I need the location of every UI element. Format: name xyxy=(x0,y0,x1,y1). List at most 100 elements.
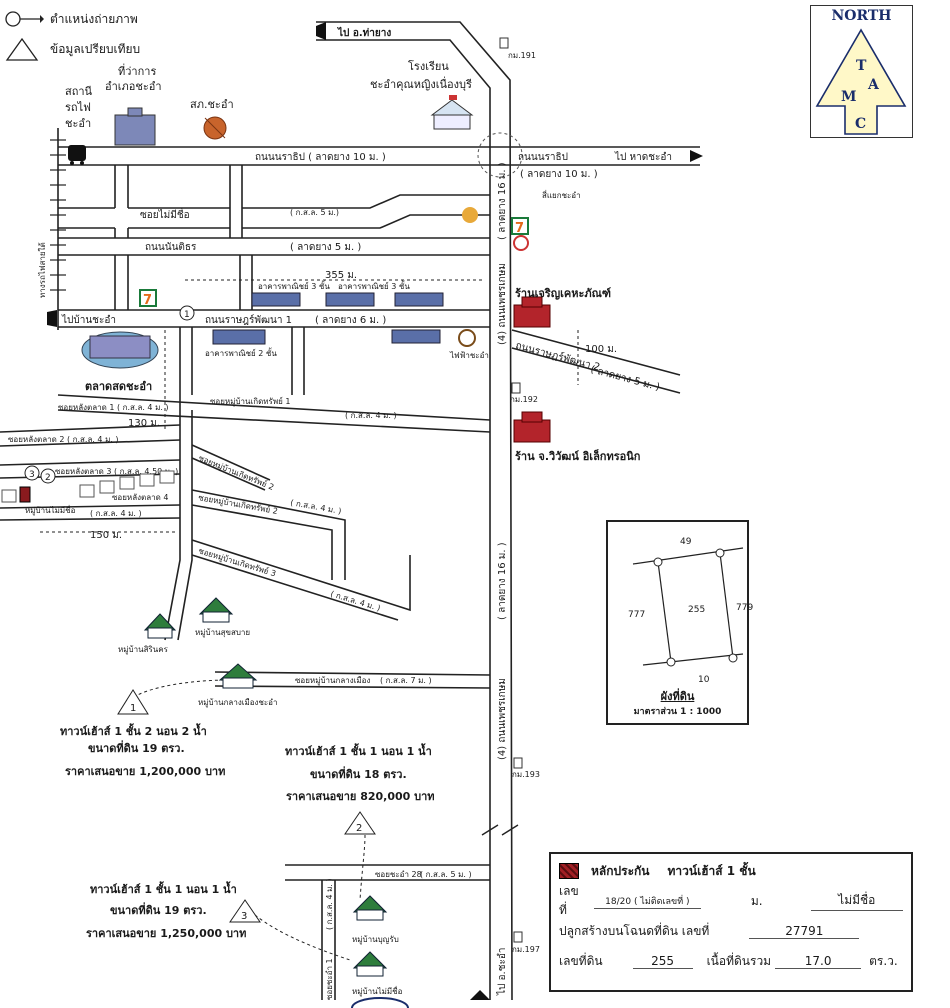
comparison-1-num: 1 xyxy=(130,703,136,714)
map-legend: ตำแหน่งถ่ายภาพ ข้อมูลเปรียบเทียบ xyxy=(4,4,140,64)
comparison-2-line2: ขนาดที่ดิน 18 ตรว. xyxy=(310,766,407,781)
collateral-info-box: หลักประกัน ทาวน์เฮ้าส์ 1 ชั้น เลขที่ 18/… xyxy=(549,852,913,992)
label-nanthiraj-spec: ( ลาดยาง 5 ม. ) xyxy=(290,242,361,253)
north-letter-m: M xyxy=(841,89,857,105)
label-commercial3-b: อาคารพาณิชย์ 3 ชั้น xyxy=(338,280,410,291)
comparison-3-num: 3 xyxy=(241,911,247,922)
collateral-area-label: เนื้อที่ดินรวม xyxy=(706,953,772,968)
village-house-icon-5 xyxy=(352,951,388,977)
rowhouse-icons xyxy=(1,470,175,503)
no-entry-sign-icon xyxy=(513,235,529,251)
comparison-triangle-3 xyxy=(229,899,261,923)
label-railway: ทางรถไฟสายใต้ xyxy=(38,242,47,298)
plot-label-center: 255 xyxy=(688,605,705,615)
road-soi-b3 xyxy=(242,214,490,229)
north-arrow-box: NORTH T A M C xyxy=(810,5,913,138)
road-r2-top xyxy=(511,329,681,376)
shell-icon xyxy=(462,207,478,223)
label-kerdsap3: ซอยหมู่บ้านเกิดทรัพย์ 3 xyxy=(197,545,277,579)
collateral-deed-row: ปลูกสร้างบนโฉนดที่ดิน เลขที่ 27791 xyxy=(559,920,903,942)
label-pharmacy: ร้านเจริญเคหะภัณฑ์ xyxy=(515,287,611,300)
collateral-address-row: เลขที่ 18/20 ( ไม่ติดเลขที่ ) ม. ไม่มีชื… xyxy=(559,884,903,917)
legend-photo-label: ตำแหน่งถ่ายภาพ xyxy=(50,11,138,26)
roads xyxy=(0,21,700,1001)
label-commercial3-a: อาคารพาณิชย์ 3 ชั้น xyxy=(258,280,330,291)
north-letter-c: C xyxy=(855,116,866,132)
label-dist-100: 100 ม. xyxy=(585,344,617,355)
comparison-3: ทาวน์เฮ้าส์ 1 ชั้น 1 นอน 1 น้ำ ขนาดที่ดิ… xyxy=(86,881,261,940)
label-kerdsap1-spec: ( ก.ส.ล. 4 ม. ) xyxy=(345,411,397,420)
collateral-deed-label: ปลูกสร้างบนโฉนดที่ดิน เลขที่ xyxy=(559,923,710,938)
comparison-2-line3: ราคาเสนอขาย 820,000 บาท xyxy=(286,790,435,803)
label-ca28-spec: ( ก.ส.ล. 5 ม. ) xyxy=(420,870,472,879)
label-narathip-e-spec: ( ลาดยาง 10 ม. ) xyxy=(520,169,598,180)
commercial-building-icon-5 xyxy=(391,329,441,344)
label-ca-vert: ซอยชะอำ 1 xyxy=(325,958,334,1000)
road-kerdsap2c xyxy=(191,489,346,580)
comparison-2: ทาวน์เฮ้าส์ 1 ชั้น 1 นอน 1 น้ำ ขนาดที่ดิ… xyxy=(285,743,435,835)
km-post-icon-197 xyxy=(513,931,523,943)
road-kerdsap3b xyxy=(191,554,399,621)
photo-point-3 xyxy=(24,465,40,481)
plot-scale: มาตราส่วน 1 : 1000 xyxy=(633,707,722,717)
pharmacy-building-icon xyxy=(513,296,551,328)
label-commercial2: อาคารพาณิชย์ 2 ชั้น xyxy=(205,347,277,358)
collateral-house-no-value: 18/20 ( ไม่ติดเลขที่ ) xyxy=(593,894,701,909)
label-phetkasem-2: (4) ถนนเพชรเกษม xyxy=(497,678,508,760)
label-km191: กม.191 xyxy=(508,51,536,60)
collateral-deed-value: 27791 xyxy=(749,924,860,939)
comparison-triangle-2 xyxy=(344,811,376,835)
plot-label-left: 777 xyxy=(628,610,645,620)
commercial-building-icon-4 xyxy=(212,329,266,345)
km-post-icon-193 xyxy=(513,757,523,769)
km-post-icon-192 xyxy=(511,382,521,394)
plot-label-bottom: 10 xyxy=(698,675,710,685)
label-r1-spec: ( ลาดยาง 6 ม. ) xyxy=(315,315,386,326)
label-km197: กม.197 xyxy=(512,945,540,954)
collateral-area-value: 17.0 xyxy=(775,954,862,969)
village-house-icon-3 xyxy=(218,663,258,689)
comparison-triangle-icon xyxy=(5,37,39,61)
school-icon xyxy=(430,95,474,130)
road-klang-bottom xyxy=(214,685,491,689)
label-klang: ซอยหมู่บ้านกลางเมือง xyxy=(295,676,370,686)
road-lang-talad2-bottom xyxy=(0,439,181,447)
label-power-office: ไฟฟ้าชะอำ xyxy=(449,351,489,360)
north-title: NORTH xyxy=(831,8,892,24)
photo-point-2 xyxy=(40,468,56,484)
label-district-office: ที่ว่าการ อำเภอชะอำ xyxy=(105,63,162,93)
road-lang-talad4-bottom xyxy=(0,517,181,521)
label-phetkasem-spec-1: ( ลาดยาง 16 ม. ) xyxy=(497,162,508,240)
label-village-noname2: หมู่บ้านไม่มีชื่อ xyxy=(352,985,403,997)
label-to-hat-cha-am: ไป หาดชะอำ xyxy=(614,151,672,163)
label-narathip-e: ถนนนราธิป xyxy=(518,152,568,163)
collateral-heading: หลักประกัน xyxy=(591,863,650,878)
comparison-1: 1 ทาวน์เฮ้าส์ 1 ชั้น 2 นอน 2 น้ำ ขนาดที่… xyxy=(60,689,225,778)
collateral-swatch-icon xyxy=(559,863,579,879)
village-house-icon-2 xyxy=(198,597,234,623)
label-narathip-w: ถนนนราธิป ( ลาดยาง 10 ม. ) xyxy=(255,152,386,163)
north-arrow-icon: T A M C xyxy=(815,28,907,135)
police-badge-icon xyxy=(203,116,227,140)
seven-eleven-icon-1: 7 xyxy=(511,217,529,236)
label-lang-talad4: ซอยหลังตลาด 4 xyxy=(112,493,168,502)
places: สถานี รถไฟ ชะอำ ที่ว่าการ อำเภอชะอำ สภ.ช… xyxy=(1,37,641,997)
label-ca28: ซอยชะอำ 28 xyxy=(375,870,422,879)
junction-circle xyxy=(477,132,523,178)
label-junction: สี่แยกชะอำ xyxy=(542,189,581,200)
label-to-tha-yang: ไป อ.ท่ายาง xyxy=(337,26,391,39)
collateral-land-no-label: เลขที่ดิน xyxy=(559,953,603,968)
label-station-line2: รถไฟ xyxy=(65,101,91,114)
plot-title: ผังที่ดิน xyxy=(660,690,695,703)
comparison-3-line3: ราคาเสนอขาย 1,250,000 บาท xyxy=(86,927,246,940)
label-kerdsap2: ซอยหมู่บ้านเกิดทรัพย์ 2 xyxy=(197,453,276,493)
label-soi-mai-mi-chue: ซอยไม่มีชื่อ xyxy=(140,207,190,221)
collateral-land-row: เลขที่ดิน 255 เนื้อที่ดินรวม 17.0 ตร.ว. xyxy=(559,950,903,972)
commercial-building-icon-2 xyxy=(325,292,375,307)
label-to-ban-cha-am: ไปบ้านชะอำ xyxy=(61,314,116,326)
label-station-line1: สถานี xyxy=(65,85,93,98)
label-km193: กม.193 xyxy=(512,770,540,779)
commercial-building-icon-1 xyxy=(251,292,301,307)
power-office-logo-icon xyxy=(458,329,476,347)
